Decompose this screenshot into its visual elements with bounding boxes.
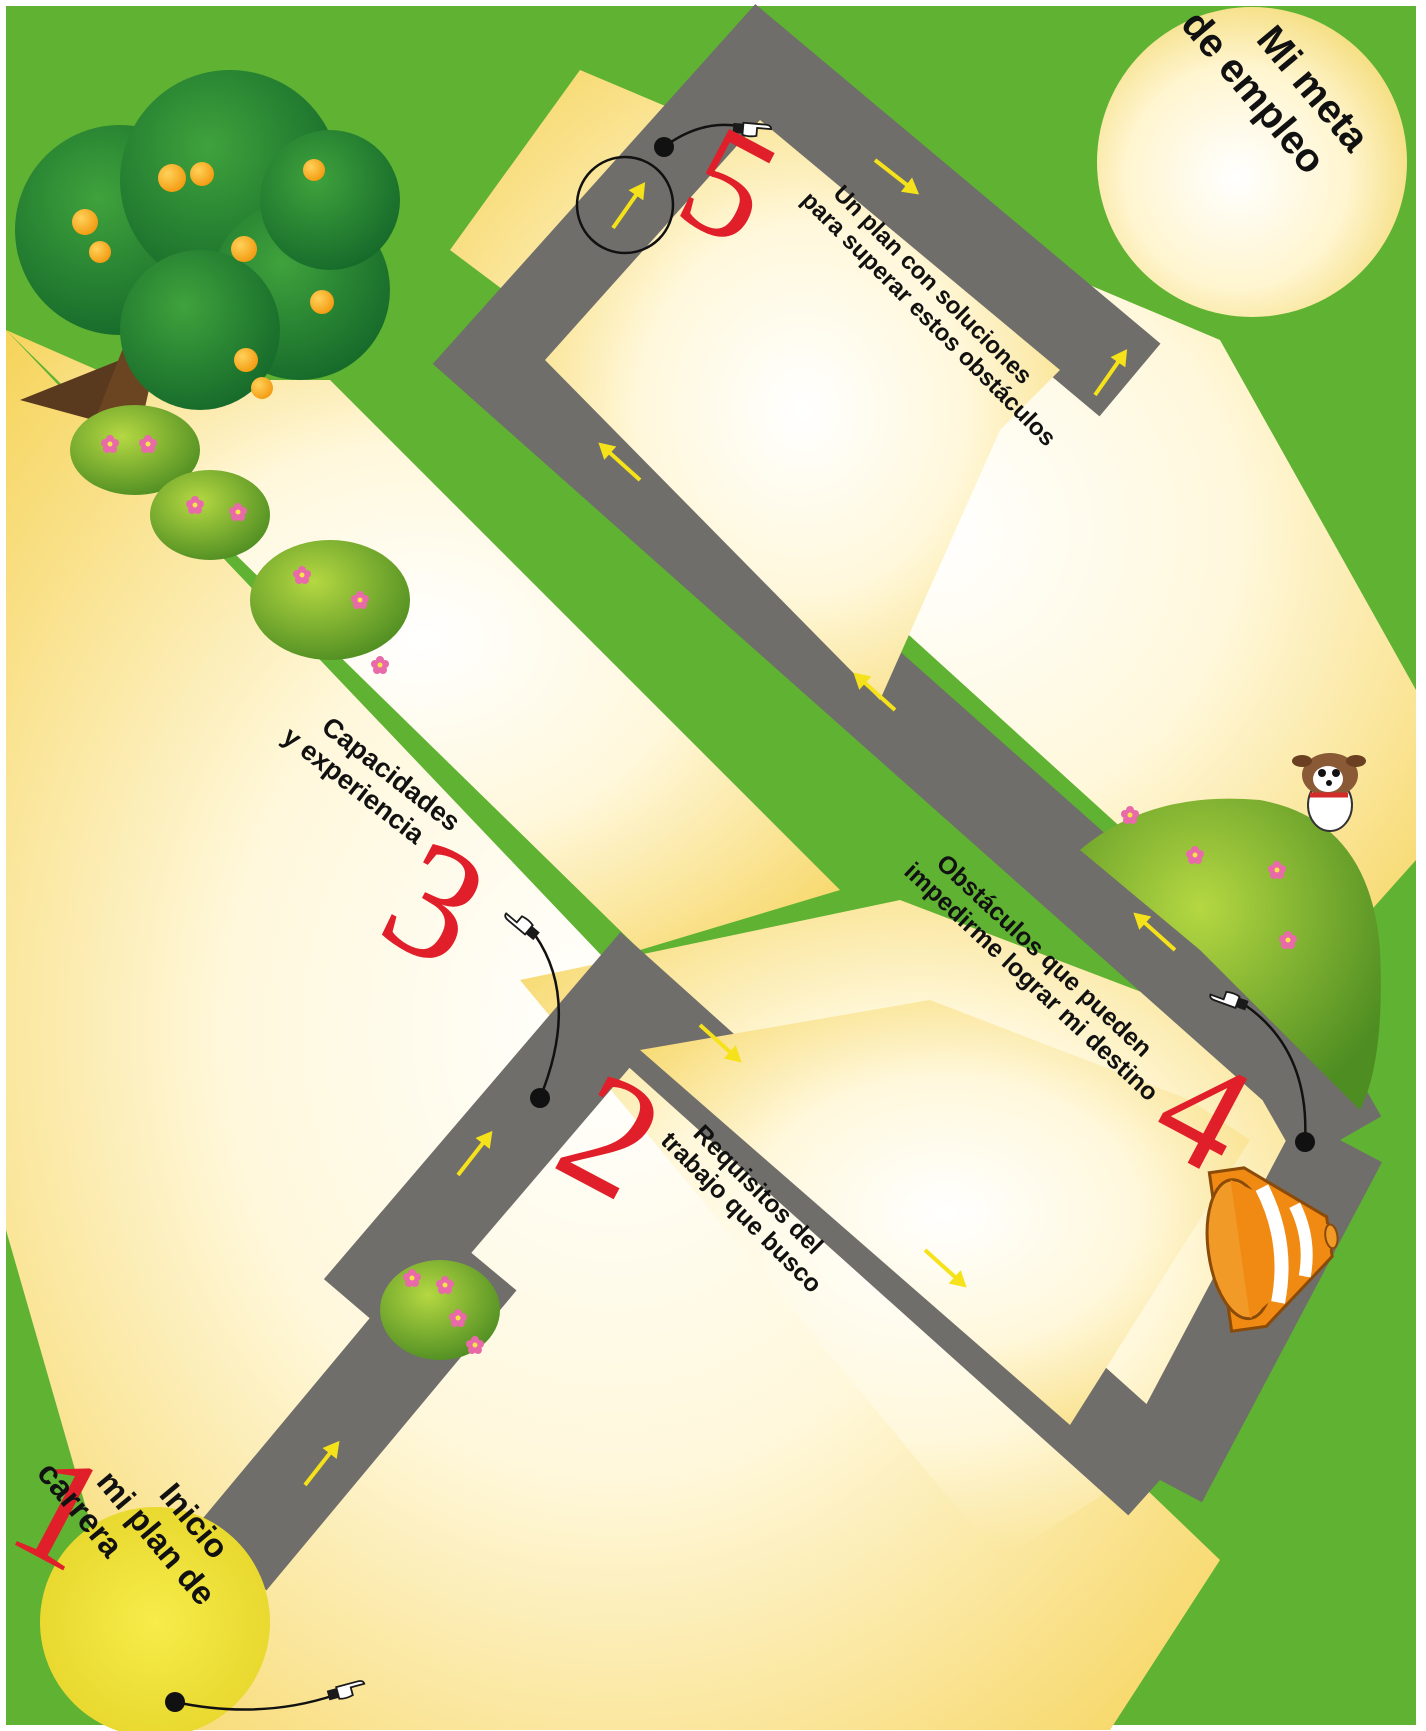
flower-bush-icon: [380, 1260, 500, 1360]
goal-marker: [1097, 7, 1407, 317]
